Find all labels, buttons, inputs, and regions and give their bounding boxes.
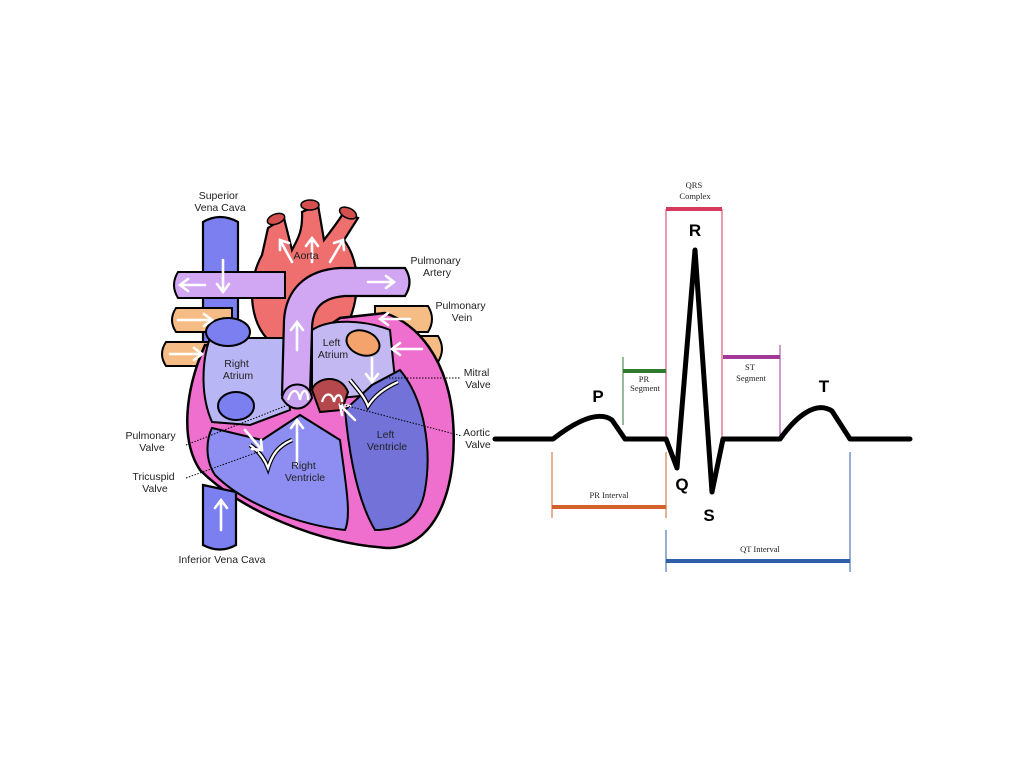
- inferior-vena-cava-vessel: [203, 485, 236, 550]
- pulmonary-valve-label: Pulmonary Valve: [125, 430, 178, 454]
- tricuspid-valve-label: Tricuspid Valve: [132, 471, 177, 495]
- st-segment-bracket: [723, 345, 780, 438]
- ecg-trace: [495, 250, 910, 492]
- heart-diagram: Superior Vena Cava Aorta Pulmonary Arter…: [125, 190, 492, 566]
- qrs-complex-bracket: [666, 209, 722, 440]
- q-wave-label: Q: [675, 475, 688, 494]
- right-atrium-label: Right Atrium: [223, 358, 254, 382]
- aortic-valve-label: Aortic Valve: [463, 427, 493, 451]
- qt-interval-label: QT Interval: [740, 544, 780, 554]
- superior-vena-cava-opening: [206, 318, 250, 346]
- inferior-vena-cava-label: Inferior Vena Cava: [179, 554, 266, 566]
- t-wave-label: T: [819, 377, 830, 396]
- aorta-label: Aorta: [293, 250, 318, 262]
- pulmonary-vein-label: Pulmonary Vein: [435, 300, 488, 324]
- pr-segment-label: PR Segment: [630, 374, 660, 393]
- pr-interval-bracket: [552, 452, 666, 518]
- pulmonary-artery-label: Pulmonary Artery: [410, 255, 463, 279]
- aorta-branch-2-opening: [301, 200, 319, 210]
- st-segment-label: ST Segment: [736, 362, 766, 383]
- ecg-diagram: P Q R S T QRS Complex PR Segment ST Segm…: [495, 180, 910, 572]
- mitral-valve-label: Mitral Valve: [464, 367, 493, 391]
- pr-interval-label: PR Interval: [590, 490, 630, 500]
- inferior-vena-cava-opening: [218, 392, 254, 420]
- s-wave-label: S: [703, 506, 714, 525]
- qt-interval-bracket: [666, 452, 850, 572]
- superior-vena-cava-label: Superior Vena Cava: [194, 190, 246, 214]
- p-wave-label: P: [592, 387, 603, 406]
- r-wave-label: R: [689, 221, 701, 240]
- qrs-complex-label: QRS Complex: [679, 180, 711, 201]
